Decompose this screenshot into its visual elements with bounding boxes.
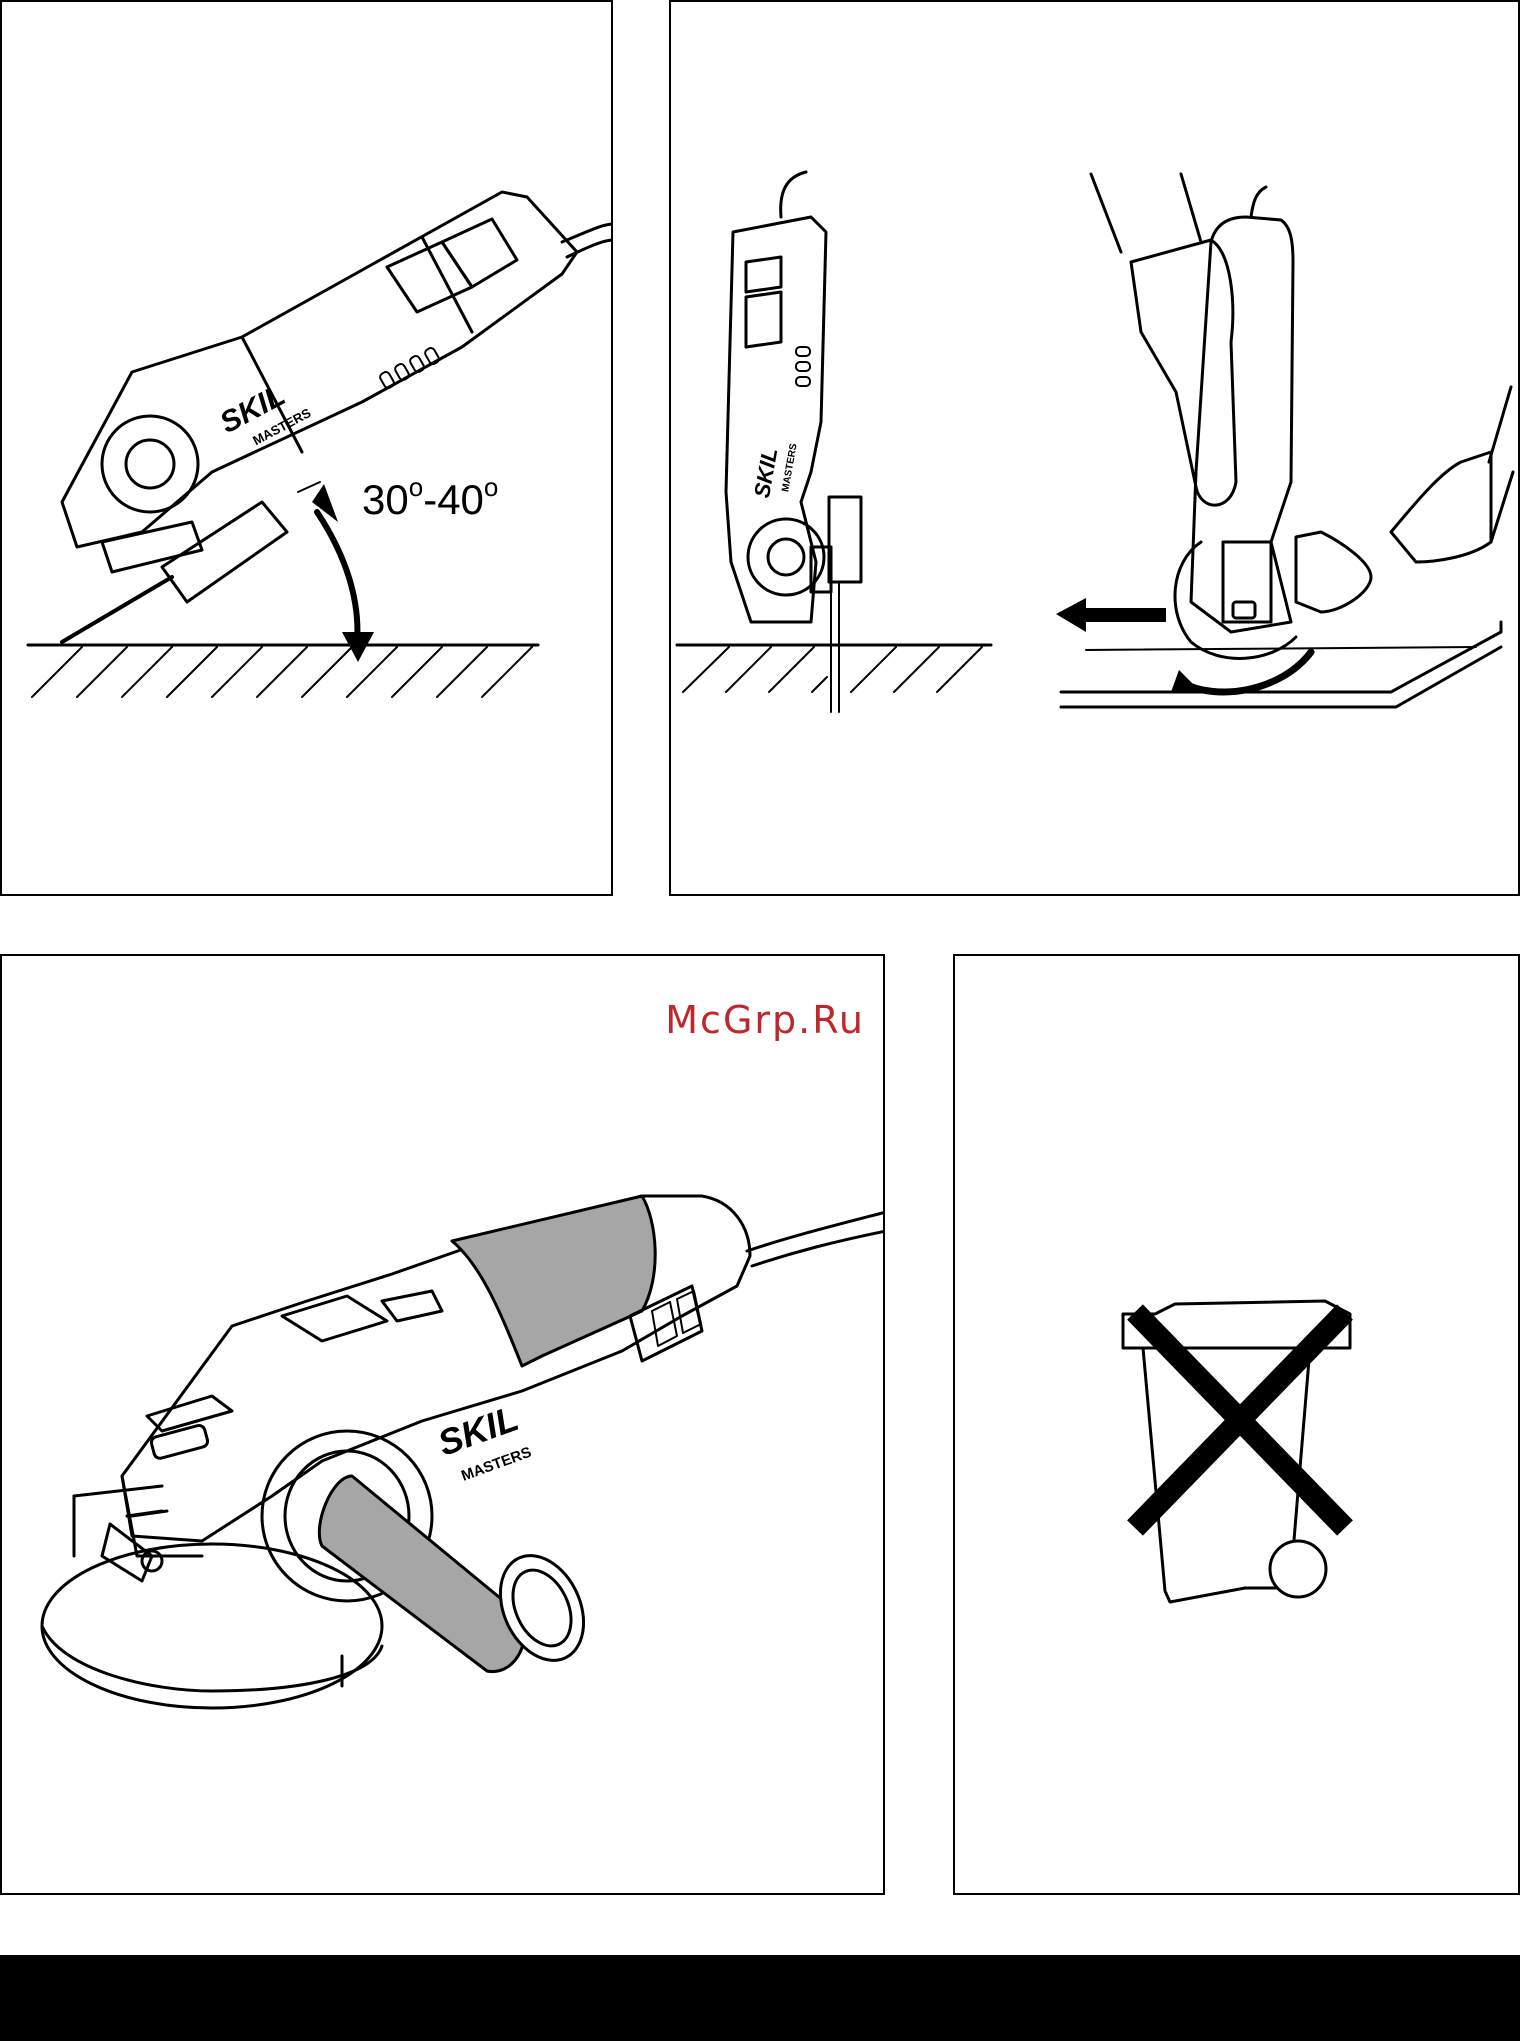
arrow-head-top bbox=[312, 484, 338, 522]
brand-logo: SKIL MASTERS bbox=[749, 437, 800, 502]
disposal-symbol-panel bbox=[953, 954, 1520, 1895]
rotation-arrow-head bbox=[1171, 670, 1201, 692]
cutting-technique-drawing: SKIL MASTERS bbox=[671, 2, 1520, 896]
cutting-illustration-panel: SKIL MASTERS bbox=[669, 0, 1520, 896]
angle-grinder-product-drawing: SKIL MASTERS bbox=[2, 956, 885, 1895]
ground-hatching bbox=[683, 647, 982, 692]
arrow-head-bottom bbox=[342, 632, 374, 662]
crossed-out-wheelie-bin-icon bbox=[955, 956, 1520, 1895]
product-overview-panel: McGrp.Ru bbox=[0, 954, 885, 1895]
footer-bar bbox=[0, 1955, 1520, 2041]
angle-range-label: 30o-40o bbox=[362, 472, 498, 524]
direction-arrow bbox=[1056, 598, 1166, 632]
ground-hatching bbox=[32, 647, 532, 697]
svg-text:MASTERS: MASTERS bbox=[780, 442, 799, 492]
brand-logo: SKIL MASTERS bbox=[433, 1397, 534, 1488]
angle-illustration-panel: SKIL MASTERS 30o-40o bbox=[0, 0, 613, 896]
angle-grinder-tilted-drawing: SKIL MASTERS bbox=[2, 2, 613, 896]
svg-text:SKIL: SKIL bbox=[749, 446, 782, 500]
